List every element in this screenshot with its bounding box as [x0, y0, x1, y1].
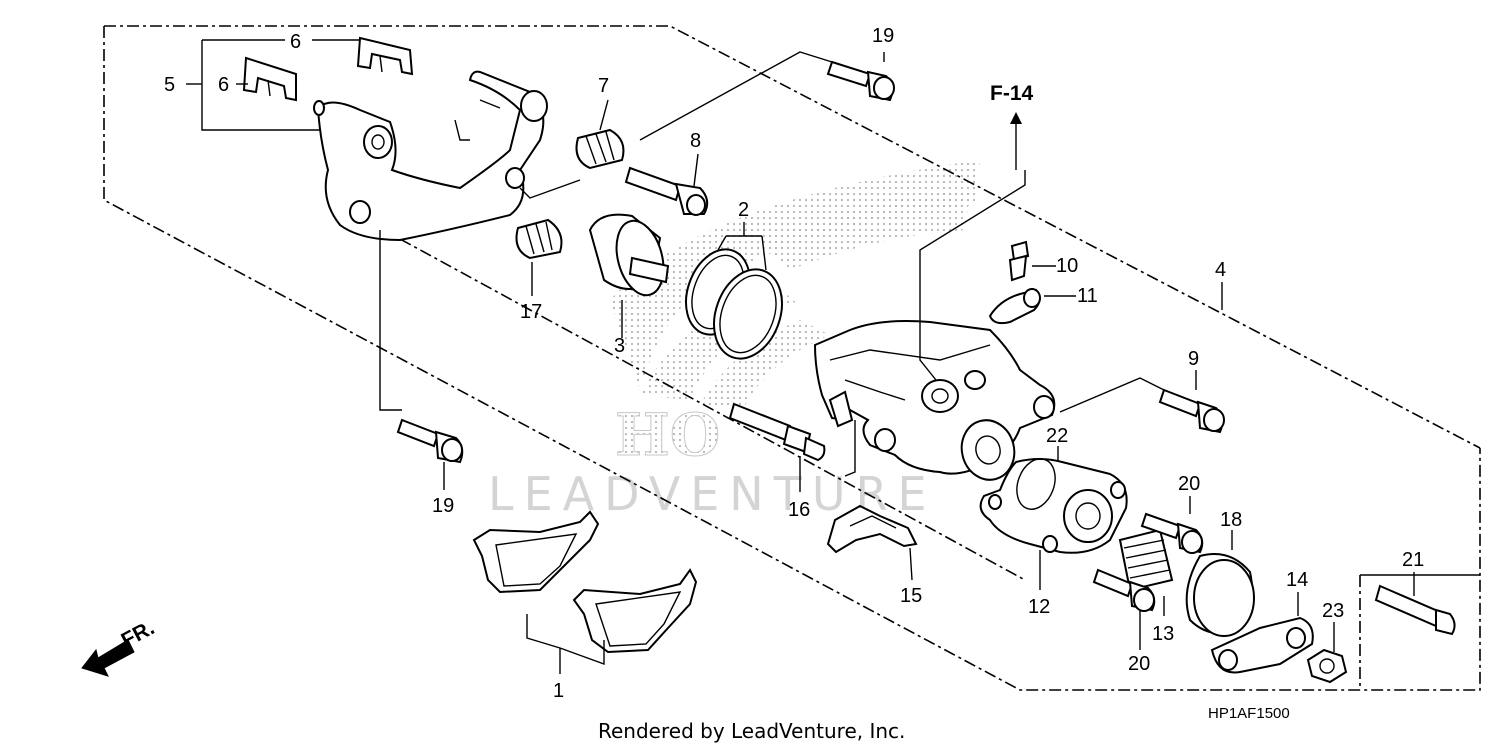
- parts: [242, 36, 1456, 684]
- callout-6-upper: 6: [290, 31, 301, 53]
- callout-16: 16: [788, 499, 810, 521]
- callout-19-lower: 19: [432, 495, 454, 517]
- callout-8: 8: [690, 130, 701, 152]
- callout-23: 23: [1322, 600, 1344, 622]
- wing-watermark-lower: [760, 190, 970, 270]
- bolt-20-lower: [1092, 568, 1156, 612]
- wing-watermark: [610, 160, 980, 405]
- assembly-outlines: [103, 25, 1481, 691]
- reference-label: F-14: [990, 82, 1034, 105]
- brake-pad-lower: [572, 568, 698, 654]
- caliper-bracket: [313, 70, 548, 242]
- callout-22: 22: [1046, 425, 1068, 447]
- diagram-code: HP1AF1500: [1208, 705, 1290, 722]
- piston-seals: [685, 248, 783, 360]
- callout-13: 13: [1152, 623, 1174, 645]
- caliper-body: [813, 320, 1056, 481]
- callout-12: 12: [1028, 596, 1050, 618]
- callout-17: 17: [520, 301, 542, 323]
- callout-14: 14: [1286, 569, 1308, 591]
- callout-21: 21: [1402, 549, 1424, 571]
- honda-watermark: HO: [615, 401, 720, 469]
- leader-lines: [186, 39, 1480, 674]
- piston: [588, 213, 670, 297]
- callout-20-lower: 20: [1128, 653, 1150, 675]
- pad-retainer: [826, 504, 918, 554]
- upper-boundary-line: [104, 25, 1481, 449]
- bleeder-screw: [1008, 240, 1030, 282]
- slide-pin: [728, 402, 826, 462]
- callout-19-upper: 19: [872, 25, 894, 47]
- reference-arrow: [1010, 112, 1022, 170]
- callout-20-upper: 20: [1178, 473, 1200, 495]
- callout-3: 3: [614, 335, 625, 357]
- callout-9: 9: [1188, 348, 1199, 370]
- lock-nut: [1306, 648, 1348, 684]
- pin-boot-upper: [575, 128, 625, 170]
- callout-5: 5: [164, 74, 175, 96]
- bolt-21: [1374, 584, 1456, 636]
- callout-11: 11: [1077, 285, 1098, 307]
- dust-seal: [1185, 553, 1255, 637]
- o-ring: [1016, 458, 1056, 510]
- front-direction-arrow: FR.: [81, 616, 158, 677]
- callouts: 1 2 3 4 5 6 6 7 8 9 10 11 12 13 14 15 16…: [164, 25, 1424, 702]
- callout-2: 2: [738, 199, 749, 221]
- pin-bolt: [624, 166, 709, 216]
- bracket-group-outline: [103, 26, 1481, 691]
- pad-group-outline: [379, 227, 1026, 581]
- callout-15: 15: [900, 585, 922, 607]
- bolt-19-upper: [826, 60, 895, 102]
- parking-lever: [1210, 616, 1314, 674]
- adjuster-spring: [1118, 528, 1174, 592]
- pad-spring-lower: [242, 56, 297, 102]
- bolt-20-upper: [1140, 512, 1204, 554]
- callout-1: 1: [553, 680, 564, 702]
- brake-pad-upper: [472, 510, 600, 594]
- callout-4: 4: [1215, 259, 1226, 281]
- bolt-9: [1158, 388, 1225, 434]
- callout-18: 18: [1220, 509, 1242, 531]
- pin-boot-lower: [515, 218, 563, 260]
- pad-spring-upper: [356, 36, 414, 76]
- bleeder-cap: [988, 288, 1041, 325]
- footer-credit: Rendered by LeadVenture, Inc.: [598, 719, 905, 743]
- callout-10: 10: [1056, 255, 1078, 277]
- callout-6-lower: 6: [218, 74, 229, 96]
- callout-7: 7: [598, 75, 609, 97]
- bolt-19-lower: [396, 418, 464, 464]
